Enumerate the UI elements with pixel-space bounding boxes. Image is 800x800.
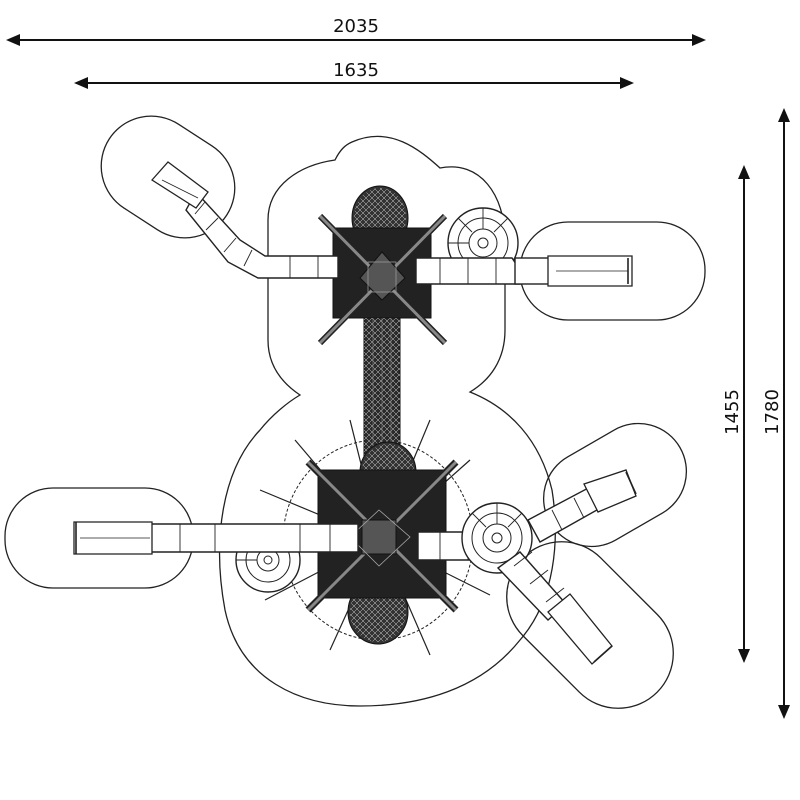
- overall-depth-label: 1780: [762, 389, 783, 435]
- spiral-slide-right: [417, 469, 637, 665]
- upper-tower: [317, 185, 448, 346]
- overall-width-label: 2035: [333, 16, 379, 37]
- dimension-platform-width: 1635: [74, 60, 634, 89]
- net-bridge: [363, 317, 401, 459]
- spiral-slide-upper-right: [415, 207, 633, 287]
- dimension-overall-width: 2035: [6, 16, 706, 46]
- dimension-platform-depth: 1455: [722, 165, 750, 663]
- platform-width-label: 1635: [333, 60, 379, 81]
- platform-depth-label: 1455: [722, 389, 743, 435]
- dimension-overall-depth: 1780: [762, 108, 790, 719]
- tube-slide-upper-left: [151, 161, 339, 279]
- safety-zone-slide-top-left: [100, 115, 236, 239]
- spiral-slide-left: [73, 521, 359, 593]
